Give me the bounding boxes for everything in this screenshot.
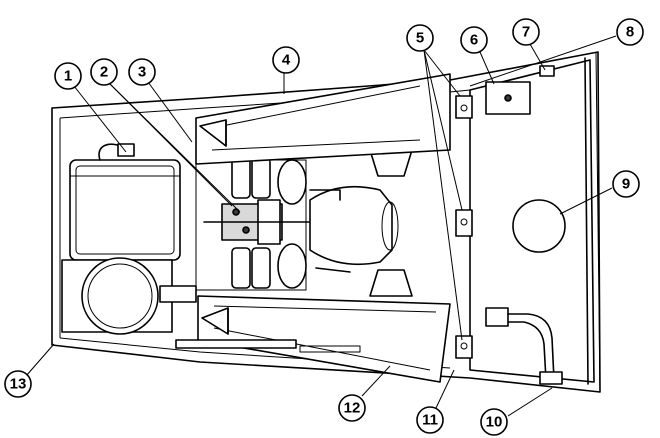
callout-label: 7 <box>522 24 530 41</box>
callout-label: 6 <box>470 32 478 49</box>
transformer-box <box>69 143 181 261</box>
upper-wedge-duct <box>195 73 451 165</box>
circular-port <box>512 199 566 253</box>
callout-label: 12 <box>344 400 361 417</box>
round-motor <box>61 257 197 335</box>
callout-label: 9 <box>622 176 630 193</box>
callout-13: 13 <box>4 370 32 398</box>
callout-3: 3 <box>128 58 156 86</box>
leader-lines <box>25 35 617 417</box>
lower-wedge-duct <box>197 295 451 383</box>
callout-9: 9 <box>612 170 640 198</box>
callout-label: 13 <box>10 376 27 393</box>
callout-10: 10 <box>480 408 508 436</box>
callout-circle <box>4 370 32 398</box>
callout-circle <box>512 18 540 46</box>
callout-circle <box>612 170 640 198</box>
callout-circle <box>128 58 156 86</box>
callout-1: 1 <box>54 62 82 90</box>
callout-2: 2 <box>90 58 118 86</box>
callout-6: 6 <box>460 26 488 54</box>
bottom-rails <box>175 339 361 353</box>
callout-label: 3 <box>138 64 146 81</box>
callout-4: 4 <box>272 46 300 74</box>
callout-circle <box>90 58 118 86</box>
callout-12: 12 <box>338 394 366 422</box>
callout-circle <box>272 46 300 74</box>
callout-label: 8 <box>626 24 634 41</box>
callout-label: 1 <box>64 68 72 85</box>
callout-circle <box>406 24 434 52</box>
callout-circle <box>480 408 508 436</box>
center-machinery <box>195 149 413 297</box>
callout-label: 11 <box>422 412 438 429</box>
callout-circle <box>416 406 444 434</box>
callout-label: 10 <box>486 414 503 431</box>
callout-label: 5 <box>416 30 424 47</box>
door-hardware <box>455 65 566 359</box>
callout-label: 4 <box>282 52 291 69</box>
callout-5: 5 <box>406 24 434 52</box>
callout-label: 2 <box>100 64 108 81</box>
callout-circle <box>460 26 488 54</box>
callout-8: 8 <box>616 18 644 46</box>
callout-circle <box>616 18 644 46</box>
callout-7: 7 <box>512 18 540 46</box>
callout-circle <box>338 394 366 422</box>
callout-circle <box>54 62 82 90</box>
right-piping <box>485 307 563 385</box>
callout-11: 11 <box>416 406 444 434</box>
